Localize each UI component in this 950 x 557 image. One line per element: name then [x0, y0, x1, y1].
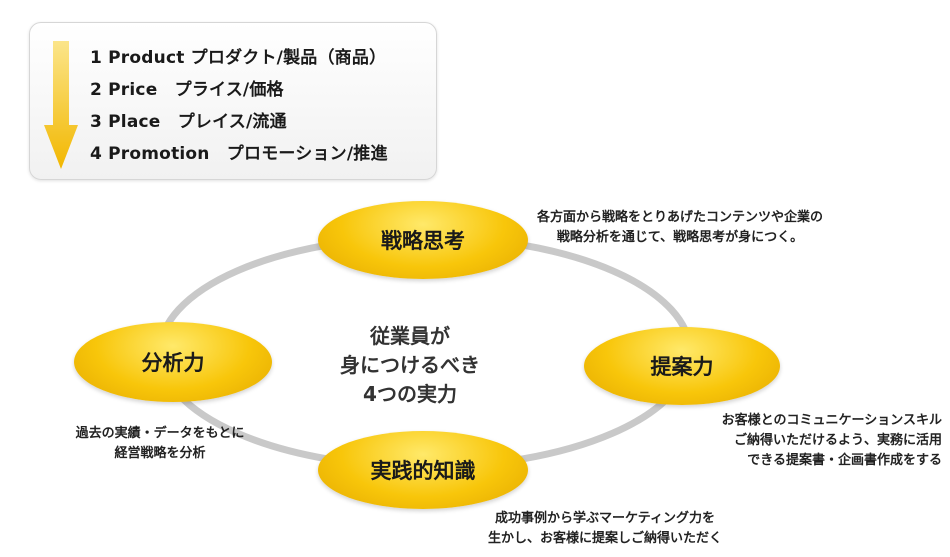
analysis-description: 過去の実績・データをもとに 経営戦略を分析	[75, 426, 245, 462]
node-practice-label: 実践的知識	[370, 459, 476, 483]
node-strategy-label: 戦略思考	[381, 229, 465, 253]
node-strategy: 戦略思考	[318, 201, 528, 279]
node-analysis-label: 分析力	[141, 351, 205, 375]
list-item-place: 3 Place プレイス/流通	[90, 112, 287, 132]
list-item-promotion: 4 Promotion プロモーション/推進	[90, 144, 388, 164]
proposal-description: お客様とのコミュニケーションスキル ご納得いただけるよう、実務に活用 できる提案…	[721, 413, 942, 469]
node-proposal: 提案力	[584, 327, 780, 405]
node-proposal-label: 提案力	[650, 355, 714, 379]
strategy-description: 各方面から戦略をとりあげたコンテンツや企業の 戦略分析を通じて、戦略思考が身につ…	[537, 210, 824, 246]
node-practice: 実践的知識	[318, 431, 528, 509]
center-caption: 従業員が 身につけるべき 4つの実力	[310, 322, 510, 409]
center-line-3: 4つの実力	[363, 382, 457, 406]
node-analysis: 分析力	[74, 322, 272, 402]
marketing-mix-list: 1 Product プロダクト/製品（商品） 2 Price プライス/価格 3…	[29, 22, 437, 180]
down-arrow-icon	[44, 41, 78, 169]
center-line-2: 身につけるべき	[340, 353, 480, 377]
practice-description: 成功事例から学ぶマーケティング力を 生かし、お客様に提案しご納得いただく	[488, 511, 723, 547]
list-item-price: 2 Price プライス/価格	[90, 80, 284, 100]
list-item-product: 1 Product プロダクト/製品（商品）	[90, 48, 387, 68]
center-line-1: 従業員が	[370, 324, 450, 348]
